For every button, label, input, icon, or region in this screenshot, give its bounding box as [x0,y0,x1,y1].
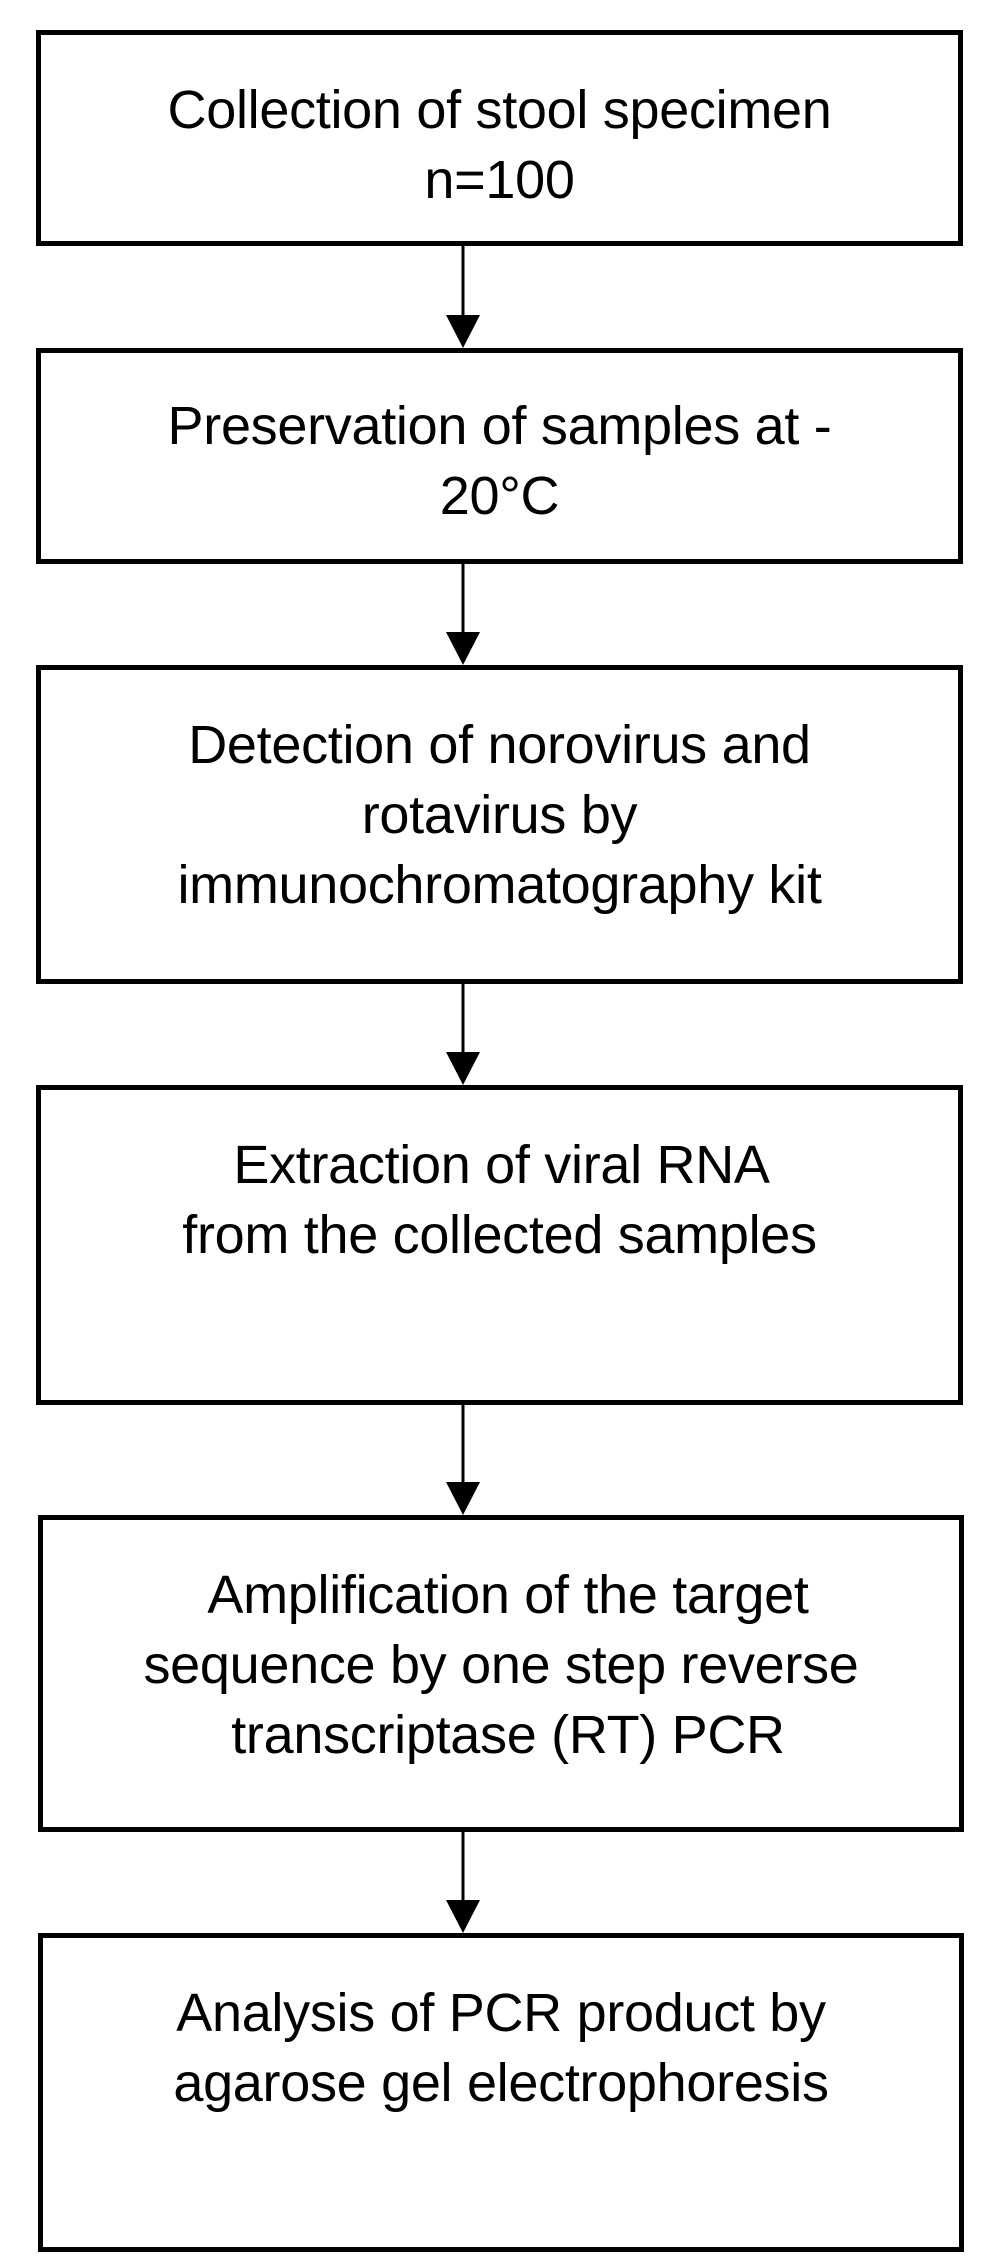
step-amplification-text: Amplification of the target sequence by … [43,1560,959,1770]
arrow-4 [446,1402,480,1515]
step-preservation-box: Preservation of samples at - 20°C [36,348,963,564]
arrow-2 [446,560,480,665]
step-preservation-line-1: Preservation of samples at - [167,396,832,456]
step-preservation-line-2: 20°C [439,466,560,526]
arrow-4-head [446,1482,480,1515]
step-collection-box: Collection of stool specimen n=100 [36,30,963,246]
step-collection-text: Collection of stool specimen n=100 [41,75,958,215]
step-analysis-line-1: Analysis of PCR product by [176,1983,826,2043]
step-detection-line-2: rotavirus by [361,785,638,845]
arrow-5-head [446,1900,480,1933]
step-amplification-line-2: sequence by one step reverse [143,1635,859,1695]
step-collection-line-2: n=100 [424,150,575,210]
step-extraction-box: Extraction of viral RNA from the collect… [36,1085,963,1405]
step-detection-line-3: immunochromatography kit [177,855,822,915]
step-extraction-line-2: from the collected samples [182,1205,817,1265]
step-detection-line-1: Detection of norovirus and [188,715,811,775]
arrow-5 [446,1830,480,1933]
step-analysis-box: Analysis of PCR product by agarose gel e… [38,1933,964,2252]
arrow-2-head [446,632,480,665]
step-detection-text: Detection of norovirus and rotavirus by … [41,710,958,920]
arrow-1-head [446,315,480,348]
step-analysis-line-2: agarose gel electrophoresis [173,2053,829,2113]
step-amplification-box: Amplification of the target sequence by … [38,1515,964,1832]
step-amplification-line-3: transcriptase (RT) PCR [231,1705,785,1765]
step-extraction-text: Extraction of viral RNA from the collect… [41,1130,958,1270]
step-collection-line-1: Collection of stool specimen [167,80,832,140]
step-detection-box: Detection of norovirus and rotavirus by … [36,665,963,984]
step-extraction-line-1: Extraction of viral RNA [233,1135,770,1195]
arrow-1 [446,243,480,348]
arrow-3 [446,982,480,1085]
step-amplification-line-1: Amplification of the target [207,1565,809,1625]
step-preservation-text: Preservation of samples at - 20°C [41,391,958,531]
step-analysis-text: Analysis of PCR product by agarose gel e… [43,1978,959,2118]
arrow-3-head [446,1052,480,1085]
